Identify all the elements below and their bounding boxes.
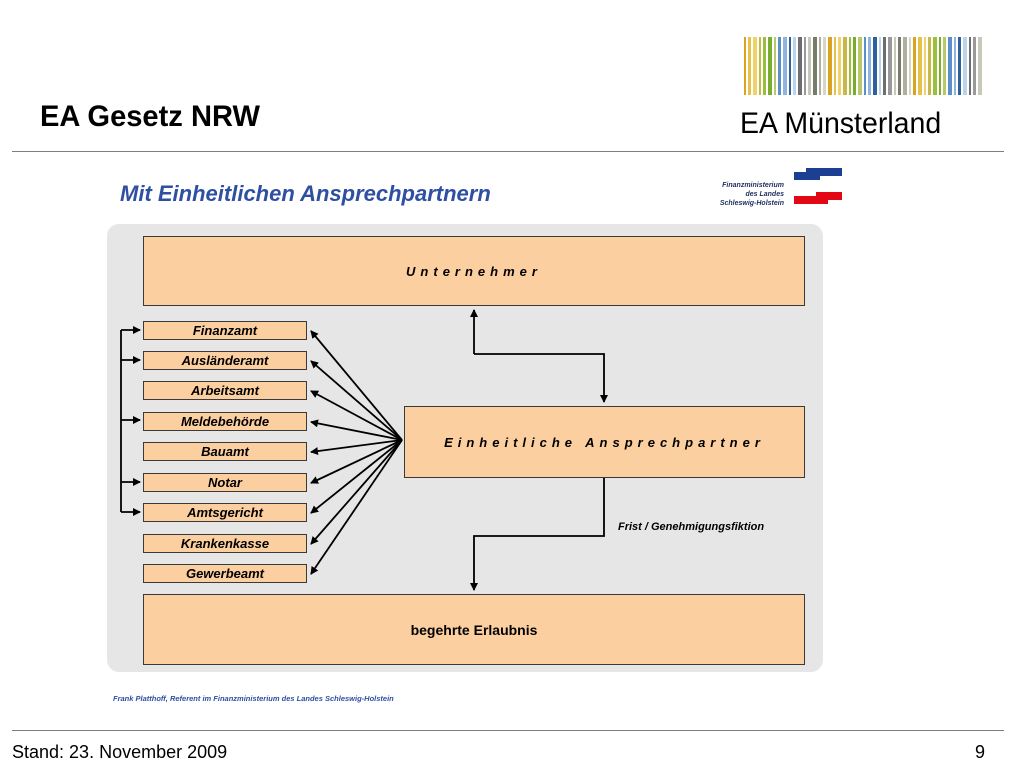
authority-notar: Notar <box>143 473 307 492</box>
arrow-unternehmer-ea <box>474 353 608 403</box>
fan-arrow <box>310 330 403 441</box>
source-credit: Frank Platthoff, Referent im Finanzminis… <box>113 694 394 703</box>
box-einheitliche-ansprechpartner: Einheitliche Ansprechpartner <box>404 406 805 478</box>
ministry-label: Finanzministerium des Landes Schleswig-H… <box>650 181 784 208</box>
fan-arrow <box>310 439 403 456</box>
footer-divider <box>12 730 1004 731</box>
authority-krankenkasse: Krankenkasse <box>143 534 307 553</box>
authority-auslaenderamt: Ausländeramt <box>143 351 307 370</box>
ministry-line: Schleswig-Holstein <box>719 200 784 207</box>
authority-meldebehoerde: Meldebehörde <box>143 412 307 431</box>
arrow-ea-erlaubnis <box>470 478 605 591</box>
box-unternehmer: Unternehmer <box>143 236 805 306</box>
edge-label-frist: Frist / Genehmigungsfiktion <box>618 521 765 533</box>
fan-arrow <box>310 439 403 545</box>
fan-arrow <box>310 439 403 484</box>
footer-date: Stand: 23. November 2009 <box>12 742 228 762</box>
organization-name: EA Münsterland <box>740 107 942 140</box>
authority-arbeitsamt: Arbeitsamt <box>143 381 307 400</box>
fan-arrow <box>310 390 403 441</box>
ministry-line: Finanzministerium <box>722 182 784 189</box>
fan-arrow <box>310 360 403 441</box>
box-begehrte-erlaubnis: begehrte Erlaubnis <box>143 594 805 665</box>
page-number: 9 <box>975 742 986 762</box>
fan-arrow <box>310 439 403 514</box>
authority-amtsgericht: Amtsgericht <box>143 503 307 522</box>
fan-arrow <box>310 419 403 441</box>
ministry-line: des Landes <box>745 191 784 198</box>
diagram-subheading: Mit Einheitlichen Ansprechpartnern <box>120 181 491 206</box>
authority-bauamt: Bauamt <box>143 442 307 461</box>
authority-finanzamt: Finanzamt <box>143 321 307 340</box>
fan-arrow <box>310 439 403 575</box>
ea-muensterland-logo <box>744 37 982 95</box>
authority-gewerbeamt: Gewerbeamt <box>143 564 307 583</box>
ministry-flag-logo <box>794 168 842 204</box>
slide-title: EA Gesetz NRW <box>40 100 260 133</box>
header-divider <box>12 151 1004 152</box>
